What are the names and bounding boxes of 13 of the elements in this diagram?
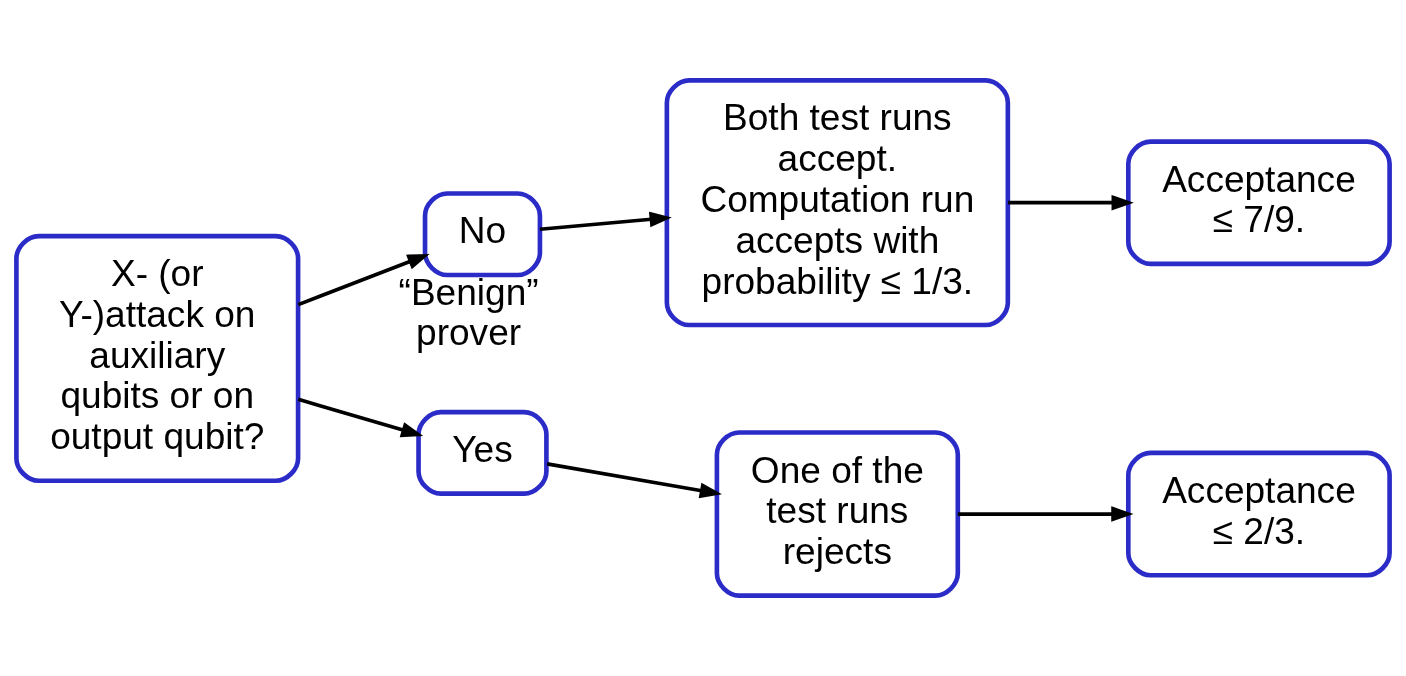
node-box: Yes xyxy=(416,409,549,496)
node-box: Both test runs accept. Computation run accepts with probability ≤ 1/3. xyxy=(664,78,1011,328)
node-box: No xyxy=(422,191,543,278)
node-box: X- (or Y-)attack on auxiliary qubits or on output qubit? xyxy=(14,233,301,483)
node-box: One of the test runs rejects xyxy=(714,430,961,598)
arrow xyxy=(297,397,424,438)
arrow xyxy=(957,506,1134,522)
node-box: Acceptance ≤ 7/9. xyxy=(1126,139,1392,267)
arrow xyxy=(297,253,430,307)
arrow xyxy=(546,462,722,499)
arrow xyxy=(539,211,672,232)
node-box: Acceptance ≤ 2/3. xyxy=(1126,450,1392,578)
arrow xyxy=(1007,194,1134,211)
